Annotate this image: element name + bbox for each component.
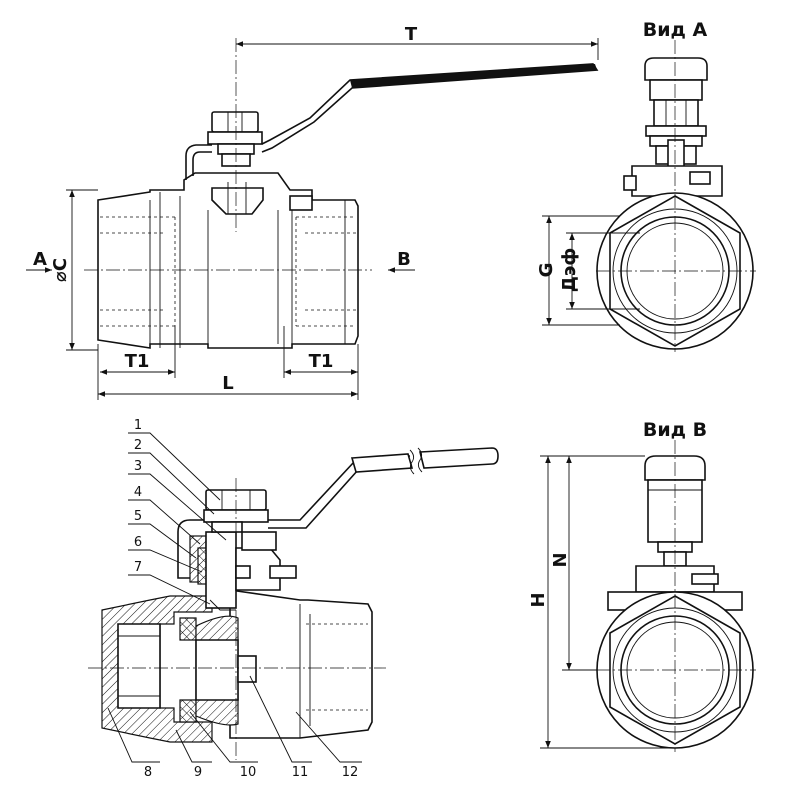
- part-label-8: 8: [144, 765, 152, 780]
- part-label-12: 12: [342, 765, 359, 780]
- part-label-1: 1: [134, 418, 142, 433]
- part-label-5: 5: [134, 509, 142, 524]
- view-a-title: Вид А: [643, 19, 708, 41]
- side-view: T ⌀C A B T1 T1 L: [26, 24, 599, 400]
- dim-L: L: [222, 373, 233, 394]
- part-label-10: 10: [240, 765, 257, 780]
- dim-D-eff: Дэф: [559, 248, 580, 293]
- part-label-9: 9: [194, 765, 202, 780]
- section-view: 1 2 3 4 5 6 7 8 9 10 11 12: [88, 418, 499, 780]
- view-a: Вид А G Дэф: [536, 19, 756, 352]
- part-label-3: 3: [134, 459, 142, 474]
- dim-H: H: [528, 592, 549, 607]
- part-label-4: 4: [134, 485, 142, 500]
- view-b-title: Вид В: [643, 419, 707, 441]
- dim-N: N: [550, 552, 571, 567]
- dim-C: ⌀C: [50, 258, 71, 282]
- part-label-6: 6: [134, 535, 142, 550]
- part-label-7: 7: [134, 560, 142, 575]
- part-label-11: 11: [292, 765, 309, 780]
- dim-A: A: [33, 249, 47, 270]
- part-label-2: 2: [134, 438, 142, 453]
- dim-T1-right: T1: [309, 351, 334, 372]
- dim-T1-left: T1: [125, 351, 150, 372]
- dim-G: G: [536, 263, 557, 278]
- view-b: Вид В H N: [528, 419, 756, 752]
- dim-B: B: [397, 249, 411, 270]
- dim-T: T: [405, 24, 418, 45]
